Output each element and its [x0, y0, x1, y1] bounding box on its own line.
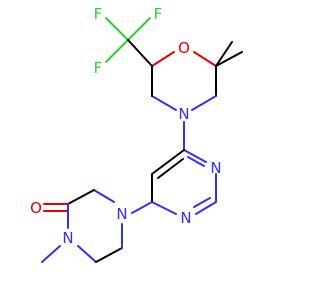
bond-pyr-c5-c6-double [157, 158, 184, 179]
bond-cme2-me2 [215, 41, 233, 67]
bond-cme2-me1 [215, 51, 243, 67]
bond-o-c-morph [193, 51, 217, 67]
atom-labels: F F F O N N N N O N [30, 5, 222, 247]
bond-npip4-ch2a [93, 189, 115, 203]
bond-pyr-npip [131, 201, 153, 214]
atom-n-piperazine-4: N [116, 205, 127, 223]
bond-pyr-c5-c6 [151, 149, 185, 175]
atom-n-morpholine: N [178, 105, 189, 123]
bond-n-ch2-morph [151, 95, 177, 111]
atom-o-carbonyl: O [30, 199, 42, 217]
bond-pyr-c2-n3-double [193, 197, 211, 208]
bond-c-f2 [127, 17, 151, 41]
bond-c-o-morph [151, 51, 175, 67]
atom-o-morpholine: O [178, 39, 190, 57]
bonds [41, 17, 243, 263]
atom-f3: F [94, 59, 103, 77]
bond-ch2b-ch2c [95, 247, 123, 263]
bond-pyr-n3-c4 [151, 201, 177, 215]
bond-npip1-ch3 [41, 245, 61, 263]
molecule-structure: F F F O N N N N O N [30, 5, 243, 263]
bond-c-f1 [105, 17, 129, 41]
bond-cf3-c [127, 39, 153, 67]
bond-ch2a-co [67, 189, 95, 205]
atom-n-pyrimidine-1: N [210, 159, 221, 177]
bond-pyr-c2-n3 [195, 201, 217, 215]
bond-pyr-c6-n1 [183, 149, 207, 163]
atom-n-pyrimidine-2: N [180, 209, 191, 227]
bond-npip1-ch2b [77, 245, 97, 263]
bond-pyr-c6-n1-double [187, 156, 205, 167]
bond-c-f3 [105, 39, 129, 63]
atom-n-piperazine-1: N [62, 229, 73, 247]
bond-ch2-n-morph [191, 95, 217, 111]
atom-f1: F [94, 5, 103, 23]
atom-f2: F [154, 5, 163, 23]
